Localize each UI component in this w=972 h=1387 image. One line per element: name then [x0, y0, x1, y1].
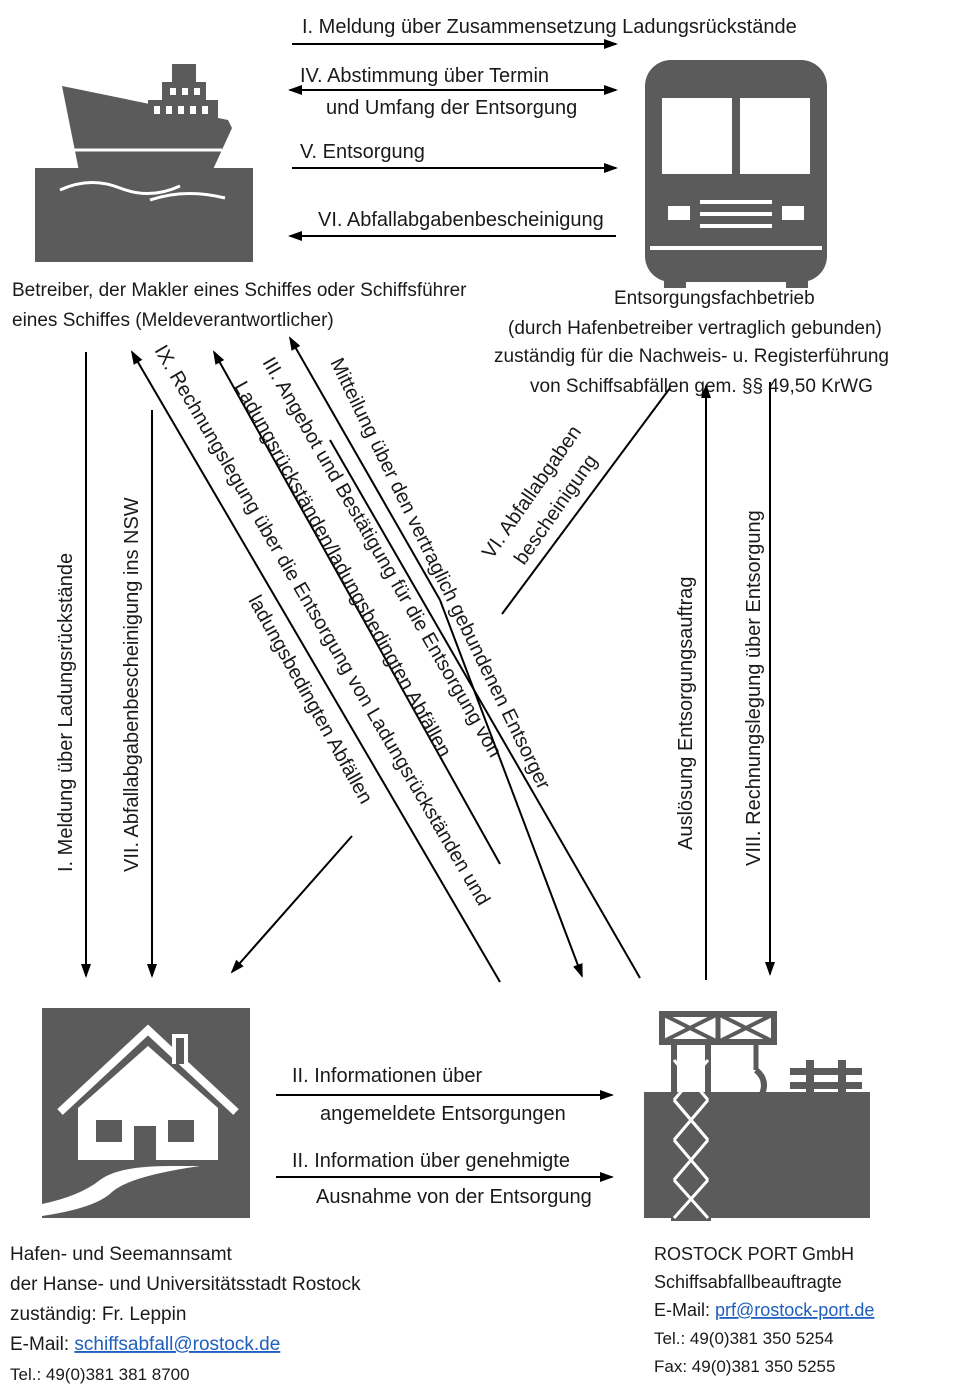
label-arrow-iv-2: und Umfang der Entsorgung	[326, 97, 577, 119]
authority-tel: Tel.: 49(0)381 381 8700	[10, 1365, 190, 1384]
port-line-1: ROSTOCK PORT GmbH	[654, 1244, 854, 1264]
port-email-label: E-Mail:	[654, 1300, 715, 1320]
port-contact: ROSTOCK PORT GmbH Schiffsabfallbeauftrag…	[654, 1244, 874, 1376]
truck-label-line-1: Entsorgungsfachbetrieb	[614, 288, 815, 309]
authority-line-3: zuständig: Fr. Leppin	[10, 1304, 186, 1325]
authority-email-row: E-Mail: schiffsabfall@rostock.de	[10, 1334, 280, 1355]
arrow-vi-mid	[501, 387, 671, 615]
authority-email-label: E-Mail:	[10, 1334, 74, 1355]
truck-icon	[645, 60, 827, 288]
label-arrow-ausloesung: Auslösung Entsorgungsauftrag	[675, 576, 697, 850]
ship-icon	[35, 52, 253, 262]
label-arrow-ii-a-1: II. Informationen über	[292, 1065, 482, 1087]
label-arrow-v: V. Entsorgung	[300, 141, 425, 163]
label-arrow-ii-a-2: angemeldete Entsorgungen	[320, 1103, 566, 1125]
label-arrow-ix-1: IX. Rechnungslegung über die Entsorgung …	[150, 341, 494, 909]
truck-label-line-3: zuständig für die Nachweis- u. Registerf…	[494, 346, 889, 367]
label-arrow-viii: VIII. Rechnungslegung über Entsorgung	[743, 510, 765, 866]
label-arrow-vii: VII. Abfallabgabenbescheinigung ins NSW	[121, 497, 143, 872]
label-arrow-vi-top: VI. Abfallabgabenbescheinigung	[318, 209, 604, 231]
label-arrow-ii-b-1: II. Information über genehmigte	[292, 1150, 570, 1172]
arrow-ix-to-house	[230, 835, 353, 974]
label-arrow-i-top: I. Meldung über Zusammensetzung Ladungsr…	[302, 16, 797, 38]
arrow-ix	[130, 350, 501, 983]
port-email-row: E-Mail: prf@rostock-port.de	[654, 1300, 874, 1320]
arrow-mitteilung-up	[289, 336, 441, 601]
authority-line-1: Hafen- und Seemannsamt	[10, 1244, 233, 1265]
port-line-2: Schiffsabfallbeauftragte	[654, 1272, 842, 1292]
authority-contact: Hafen- und Seemannsamt der Hanse- und Un…	[10, 1244, 361, 1384]
ship-label-line-1: Betreiber, der Makler eines Schiffes ode…	[12, 280, 467, 301]
label-arrow-i-left: I. Meldung über Ladungsrückstände	[55, 553, 77, 872]
ship-label-line-2: eines Schiffes (Meldeverantwortlicher)	[12, 310, 334, 331]
arrow-crane-to-ship	[329, 439, 641, 979]
label-arrow-ii-b-2: Ausnahme von der Entsorgung	[316, 1186, 592, 1208]
house-icon	[42, 1008, 250, 1218]
arrow-mitteilung-down	[439, 599, 583, 978]
authority-email-link[interactable]: schiffsabfall@rostock.de	[74, 1334, 280, 1355]
truck-label-line-2: (durch Hafenbetreiber vertraglich gebund…	[508, 318, 882, 339]
label-arrow-iv-1: IV. Abstimmung über Termin	[300, 65, 549, 87]
crane-icon	[644, 1011, 870, 1221]
port-tel: Tel.: 49(0)381 350 5254	[654, 1329, 834, 1348]
port-email-link[interactable]: prf@rostock-port.de	[715, 1300, 874, 1320]
authority-line-2: der Hanse- und Universitätsstadt Rostock	[10, 1274, 361, 1295]
arrow-iii	[213, 350, 501, 865]
truck-label-line-4: von Schiffsabfällen gem. §§ 49,50 KrWG	[530, 376, 873, 397]
port-fax: Fax: 49(0)381 350 5255	[654, 1357, 835, 1376]
